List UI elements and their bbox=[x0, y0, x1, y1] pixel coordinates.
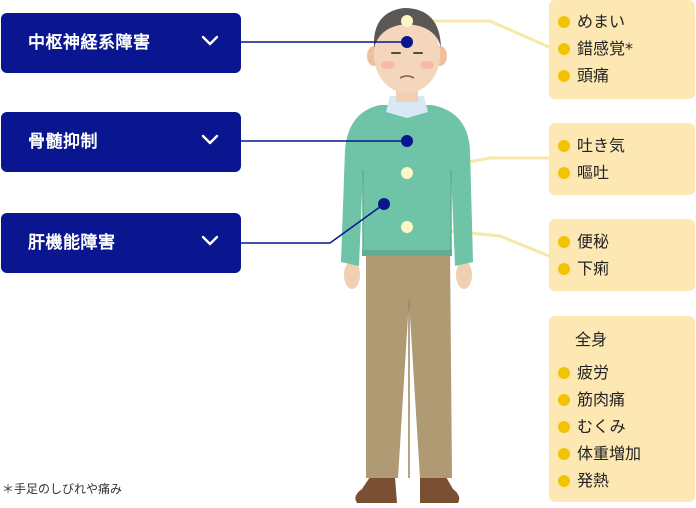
category-connectors bbox=[241, 41, 407, 244]
bullet-dot bbox=[558, 70, 570, 82]
symptom-item: 頭痛 bbox=[558, 62, 695, 89]
marker-abdomen bbox=[401, 221, 413, 233]
bullet-dot bbox=[558, 43, 570, 55]
chevron-down-icon bbox=[201, 35, 219, 46]
symptom-item: 便秘 bbox=[558, 228, 695, 255]
category-button-bone-marrow[interactable]: 骨髄抑制 bbox=[1, 112, 241, 172]
symptom-item: 吐き気 bbox=[558, 132, 695, 159]
marker-chest bbox=[401, 135, 413, 147]
hair bbox=[373, 8, 441, 48]
bullet-dot bbox=[558, 236, 570, 248]
chevron-down-icon bbox=[201, 235, 219, 246]
category-button-liver[interactable]: 肝機能障害 bbox=[1, 213, 241, 273]
connector-liver bbox=[241, 203, 385, 244]
bullet-dot bbox=[558, 16, 570, 28]
bullet-dot bbox=[558, 263, 570, 275]
symptom-item: 体重増加 bbox=[558, 440, 695, 467]
symptom-card-head: めまい 錯感覚* 頭痛 bbox=[549, 0, 695, 99]
right-shoe bbox=[420, 477, 460, 503]
symptom-item: めまい bbox=[558, 8, 695, 35]
bullet-dot bbox=[558, 475, 570, 487]
symptom-item: 錯感覚* bbox=[558, 35, 695, 62]
symptom-card-abdomen: 便秘 下痢 bbox=[549, 219, 695, 291]
symptom-item: 発熱 bbox=[558, 467, 695, 494]
bullet-dot bbox=[558, 367, 570, 379]
right-hand bbox=[456, 261, 472, 289]
bullet-dot bbox=[558, 421, 570, 433]
bullet-dot bbox=[558, 140, 570, 152]
category-label: 肝機能障害 bbox=[28, 233, 116, 253]
symptom-item: 下痢 bbox=[558, 255, 695, 282]
symptom-card-stomach: 吐き気 嘔吐 bbox=[549, 123, 695, 195]
chevron-down-icon bbox=[201, 134, 219, 145]
symptom-item: 嘔吐 bbox=[558, 159, 695, 186]
sweater bbox=[341, 105, 473, 266]
marker-head bbox=[401, 36, 413, 48]
symptom-item: 疲労 bbox=[558, 359, 695, 386]
marker-stomach bbox=[401, 167, 413, 179]
bullet-dot bbox=[558, 394, 570, 406]
symptom-group-title: 全身 bbox=[575, 330, 608, 349]
marker-liver bbox=[378, 198, 390, 210]
category-button-cns[interactable]: 中枢神経系障害 bbox=[1, 13, 241, 73]
category-label: 骨髄抑制 bbox=[28, 132, 98, 152]
bullet-dot bbox=[558, 448, 570, 460]
symptom-item: むくみ bbox=[558, 413, 695, 440]
category-label: 中枢神経系障害 bbox=[28, 33, 151, 53]
connector-head-symptoms bbox=[405, 19, 551, 49]
footnote: ＊手足のしびれや痛み bbox=[2, 482, 123, 496]
marker-head-symptoms bbox=[401, 15, 413, 27]
bullet-dot bbox=[558, 167, 570, 179]
left-shoe bbox=[355, 477, 397, 503]
pants bbox=[366, 245, 452, 478]
symptom-item: 筋肉痛 bbox=[558, 386, 695, 413]
left-hand bbox=[344, 261, 360, 289]
symptom-card-whole-body: 全身 疲労 筋肉痛 むくみ 体重増加 発熱 bbox=[549, 316, 695, 502]
face bbox=[374, 17, 440, 93]
